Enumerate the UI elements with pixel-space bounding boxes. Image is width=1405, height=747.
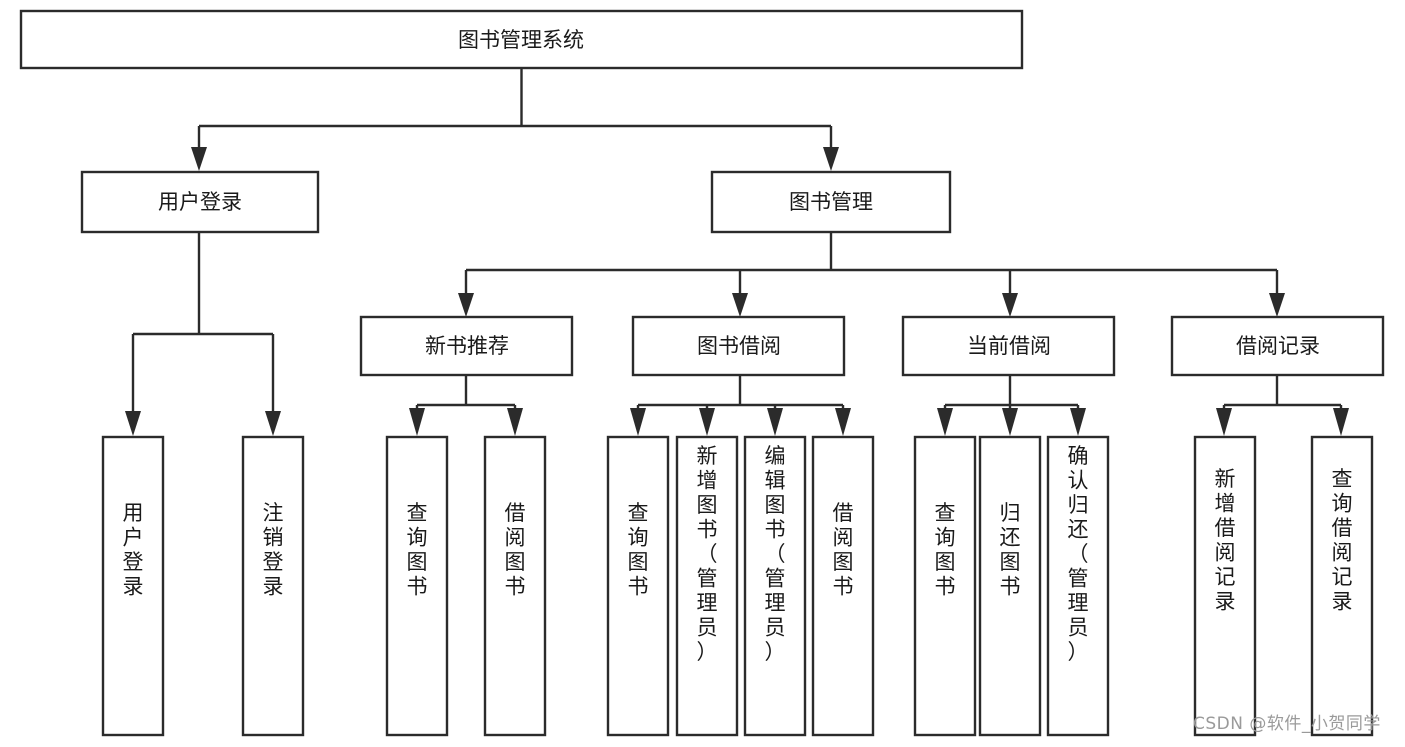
node-borrow-record-box[interactable] (1170, 315, 1385, 377)
node-leaf-return-book-label: 归还图书 (1000, 501, 1021, 599)
node-root-label: 图书管理系统 (458, 28, 584, 52)
node-leaf-return-book-box[interactable] (978, 435, 1042, 737)
node-leaf-borrow-book-1-box[interactable] (483, 435, 547, 737)
node-root[interactable]: 图书管理系统 (19, 9, 1024, 70)
node-leaf-edit-book-label: 编辑图书（管理员） (765, 444, 786, 664)
node-user-login[interactable]: 用户登录 (80, 170, 320, 234)
node-book-borrow[interactable]: 图书借阅 (631, 315, 846, 377)
node-leaf-user-login[interactable]: 用户登录 (101, 435, 165, 737)
node-leaf-confirm-return-box[interactable] (1046, 435, 1110, 737)
arrowhead-borrow-record (1269, 293, 1285, 317)
node-leaf-borrow-book-1-label: 借阅图书 (505, 501, 526, 599)
node-leaf-borrow-book-2-label: 借阅图书 (833, 501, 854, 599)
node-leaf-query-book-2-label: 查询图书 (628, 501, 649, 599)
arrowhead-leaf-query-book-3 (937, 408, 953, 436)
node-borrow-record[interactable]: 借阅记录 (1170, 315, 1385, 377)
node-leaf-add-book-label: 新增图书（管理员） (697, 444, 718, 664)
arrowhead-leaf-query-book-2 (630, 408, 646, 436)
arrowhead-user-login (191, 147, 207, 171)
node-user-login-label: 用户登录 (158, 190, 242, 214)
node-leaf-confirm-return-label: 确认归还（管理员） (1068, 444, 1089, 664)
arrowhead-leaf-borrow-book-1 (507, 408, 523, 436)
arrowhead-leaf-logout-login (265, 411, 281, 436)
arrowhead-leaf-query-book-1 (409, 408, 425, 436)
arrowhead-book-management (823, 147, 839, 171)
node-leaf-add-book[interactable]: 新增图书（管理员） (675, 435, 739, 737)
node-new-book-recommend-label: 新书推荐 (425, 334, 509, 358)
arrowhead-leaf-query-record (1333, 408, 1349, 436)
node-leaf-confirm-return[interactable]: 确认归还（管理员） (1046, 435, 1110, 737)
node-book-management[interactable]: 图书管理 (710, 170, 952, 234)
node-leaf-logout-login-box[interactable] (241, 435, 305, 737)
node-new-book-recommend[interactable]: 新书推荐 (359, 315, 574, 377)
node-book-management-box[interactable] (710, 170, 952, 234)
arrowhead-leaf-add-book (699, 408, 715, 436)
node-current-borrow-box[interactable] (901, 315, 1116, 377)
node-new-book-recommend-box[interactable] (359, 315, 574, 377)
node-leaf-edit-book-box[interactable] (743, 435, 807, 737)
node-leaf-add-book-box[interactable] (675, 435, 739, 737)
node-book-borrow-label: 图书借阅 (697, 334, 781, 358)
node-book-borrow-box[interactable] (631, 315, 846, 377)
node-book-management-label: 图书管理 (789, 190, 873, 214)
node-leaf-query-record[interactable]: 查询借阅记录 (1310, 435, 1374, 737)
node-leaf-query-book-3-box[interactable] (913, 435, 977, 737)
connector-layer (125, 68, 1349, 436)
arrowhead-leaf-edit-book (767, 408, 783, 436)
node-leaf-query-book-2-box[interactable] (606, 435, 670, 737)
node-leaf-query-record-box[interactable] (1310, 435, 1374, 737)
node-borrow-record-label: 借阅记录 (1236, 334, 1320, 358)
node-leaf-query-book-3[interactable]: 查询图书 (913, 435, 977, 737)
node-leaf-query-book-1-box[interactable] (385, 435, 449, 737)
node-leaf-query-record-label: 查询借阅记录 (1332, 467, 1353, 614)
node-leaf-logout-login[interactable]: 注销登录 (241, 435, 305, 737)
arrowhead-leaf-borrow-book-2 (835, 408, 851, 436)
arrowhead-book-borrow (732, 293, 748, 317)
node-leaf-add-record[interactable]: 新增借阅记录 (1193, 435, 1257, 737)
node-leaf-borrow-book-2-box[interactable] (811, 435, 875, 737)
arrowhead-new-book-recommend (458, 293, 474, 317)
node-leaf-borrow-book-2[interactable]: 借阅图书 (811, 435, 875, 737)
node-current-borrow-label: 当前借阅 (967, 334, 1051, 358)
node-root-box[interactable] (19, 9, 1024, 70)
node-leaf-user-login-box[interactable] (101, 435, 165, 737)
node-leaf-query-book-2[interactable]: 查询图书 (606, 435, 670, 737)
node-leaf-return-book[interactable]: 归还图书 (978, 435, 1042, 737)
node-leaf-logout-login-label: 注销登录 (263, 501, 284, 599)
node-leaf-add-record-box[interactable] (1193, 435, 1257, 737)
node-leaf-query-book-1-label: 查询图书 (407, 501, 428, 599)
node-leaf-borrow-book-1[interactable]: 借阅图书 (483, 435, 547, 737)
arrowhead-leaf-confirm-return (1070, 408, 1086, 436)
node-leaf-add-record-label: 新增借阅记录 (1215, 467, 1236, 614)
arrowhead-leaf-user-login (125, 411, 141, 436)
node-user-login-box[interactable] (80, 170, 320, 234)
node-current-borrow[interactable]: 当前借阅 (901, 315, 1116, 377)
node-leaf-query-book-3-label: 查询图书 (935, 501, 956, 599)
node-leaf-edit-book[interactable]: 编辑图书（管理员） (743, 435, 807, 737)
arrowhead-leaf-add-record (1216, 408, 1232, 436)
arrowhead-current-borrow (1002, 293, 1018, 317)
node-leaf-query-book-1[interactable]: 查询图书 (385, 435, 449, 737)
arrowhead-leaf-return-book (1002, 408, 1018, 436)
node-leaf-user-login-label: 用户登录 (123, 501, 144, 599)
